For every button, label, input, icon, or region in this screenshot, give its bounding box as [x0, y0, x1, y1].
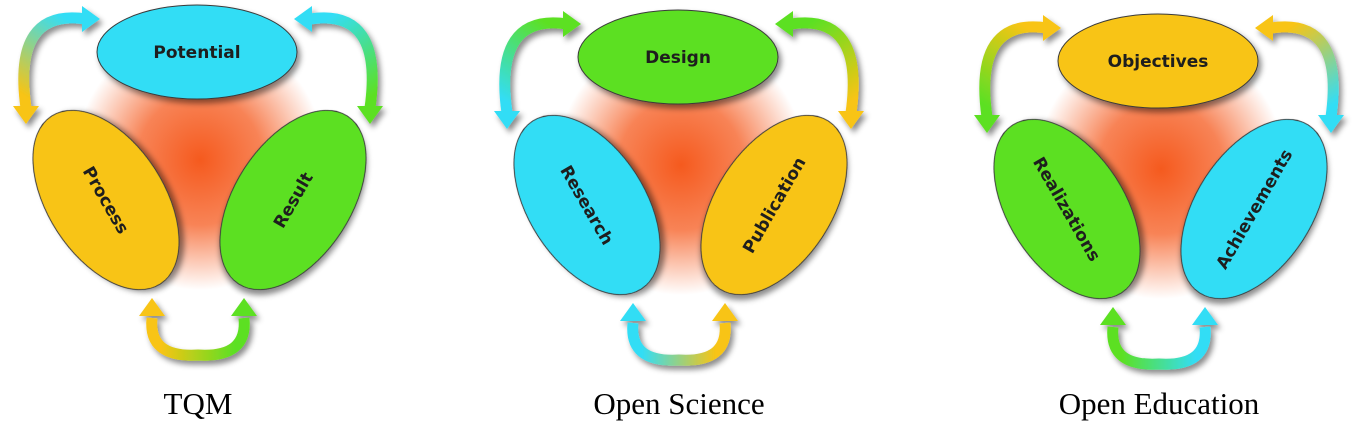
node-ellipse	[96, 4, 298, 100]
arrow-head-icon	[294, 6, 312, 32]
diagram-caption: Open Science	[593, 386, 764, 421]
arrow-shaft	[627, 322, 731, 366]
diagram-caption: Open Education	[1059, 386, 1260, 421]
arrow-head-icon	[775, 11, 793, 37]
node-label: Design	[645, 48, 711, 68]
node-label: Objectives	[1108, 52, 1209, 72]
cycle-arrow-right	[1255, 15, 1344, 133]
node-process: Process	[32, 109, 180, 291]
arrow-head-icon	[620, 303, 646, 321]
node-label: Potential	[153, 43, 240, 63]
arrow-shaft	[146, 317, 250, 361]
cycle-arrow-bottom	[1100, 307, 1218, 370]
arrow-head-icon	[357, 106, 383, 124]
node-achievements: Achievements	[1180, 118, 1328, 300]
node-design: Design	[577, 9, 779, 105]
node-publication: Publication	[700, 114, 848, 296]
node-ellipse	[219, 109, 367, 291]
diagram-caption: TQM	[164, 386, 233, 421]
cycle-arrow-bottom	[139, 298, 257, 361]
cycle-arrow-left	[494, 11, 581, 129]
node-realizations: Realizations	[993, 118, 1141, 300]
arrow-head-icon	[1100, 307, 1126, 325]
arrow-shaft	[1107, 326, 1211, 370]
arrow-shaft	[18, 12, 87, 109]
node-research: Research	[513, 114, 661, 296]
node-ellipse	[577, 9, 779, 105]
arrow-shaft	[790, 17, 859, 114]
arrow-head-icon	[1192, 307, 1218, 325]
arrow-head-icon	[139, 298, 165, 316]
cycle-arrow-bottom	[620, 303, 738, 366]
arrow-head-icon	[1043, 15, 1061, 41]
arrow-shaft	[309, 12, 378, 109]
arrow-head-icon	[231, 298, 257, 316]
arrow-head-icon	[494, 111, 520, 129]
arrow-shaft	[1270, 21, 1339, 118]
arrow-shaft	[499, 17, 568, 114]
arrow-head-icon	[838, 111, 864, 129]
cycle-arrow-right	[775, 11, 864, 129]
cycle-arrow-right	[294, 6, 383, 124]
node-ellipse	[32, 109, 180, 291]
node-ellipse	[1180, 118, 1328, 300]
node-ellipse	[700, 114, 848, 296]
arrow-head-icon	[563, 11, 581, 37]
arrow-head-icon	[1318, 115, 1344, 133]
node-ellipse	[993, 118, 1141, 300]
node-result: Result	[219, 109, 367, 291]
node-objectives: Objectives	[1057, 13, 1259, 109]
arrow-head-icon	[82, 6, 100, 32]
arrow-head-icon	[13, 106, 39, 124]
arrow-head-icon	[712, 303, 738, 321]
node-potential: Potential	[96, 4, 298, 100]
arrow-head-icon	[1255, 15, 1273, 41]
arrow-head-icon	[974, 115, 1000, 133]
cycle-arrow-left	[974, 15, 1061, 133]
arrow-shaft	[979, 21, 1048, 118]
cycle-arrow-left	[13, 6, 100, 124]
node-ellipse	[1057, 13, 1259, 109]
node-ellipse	[513, 114, 661, 296]
